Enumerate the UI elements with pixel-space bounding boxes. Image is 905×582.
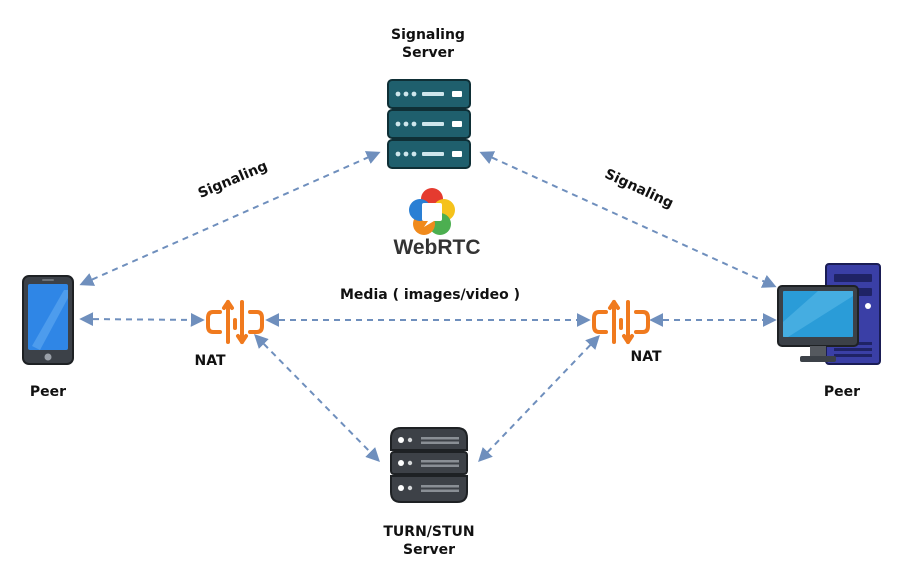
webrtc-logo-text: WebRTC <box>393 236 481 259</box>
nat-left-icon <box>206 300 264 344</box>
nat-left-label: NAT <box>194 353 226 369</box>
peer-left-label: Peer <box>29 384 67 400</box>
peer-right-label: Peer <box>823 384 861 400</box>
nat-right-icon <box>592 300 650 344</box>
signaling-server-label-line1: Signaling <box>391 27 465 43</box>
connections <box>79 151 777 463</box>
desktop-computer-icon <box>777 263 881 365</box>
signaling-server-label-line2: Server <box>401 45 454 61</box>
signaling-left-arrow <box>79 151 381 286</box>
nat-right-label: NAT <box>630 349 662 365</box>
turn-stun-server-icon <box>390 427 468 503</box>
peer-left-nat-arrow <box>79 312 205 327</box>
signaling-server-icon <box>387 79 471 169</box>
nat-right-turn-arrow <box>478 334 600 463</box>
nat-left-turn-arrow <box>254 334 380 462</box>
media-label: Media ( images/video ) <box>340 287 520 303</box>
turn-stun-server-label: TURN/STUN Server <box>369 523 489 559</box>
smartphone-icon <box>22 275 74 365</box>
turn-stun-server-label-line1: TURN/STUN <box>383 524 475 540</box>
turn-stun-server-label-line2: Server <box>402 542 455 558</box>
webrtc-logo-icon <box>409 188 455 235</box>
signaling-right-arrow <box>479 151 777 288</box>
signaling-server-label: Signaling Server <box>378 26 478 62</box>
